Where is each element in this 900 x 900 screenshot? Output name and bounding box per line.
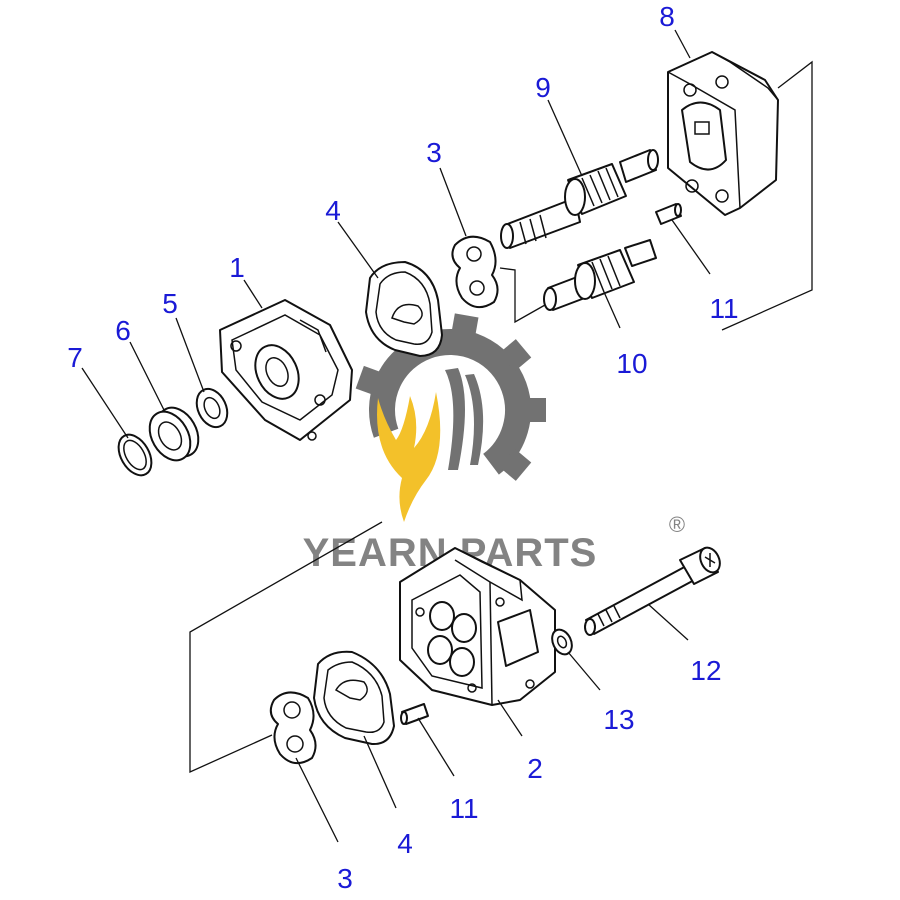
callout-4-upper: 4 [325,195,341,226]
callout-8: 8 [659,1,675,32]
part-4-gasket-lower [313,650,395,746]
callout-7: 7 [67,342,83,373]
part-4-gasket-upper [365,261,443,357]
callout-11-upper: 11 [709,293,738,324]
callout-4-lower: 4 [397,828,413,859]
callout-3-lower: 3 [337,863,353,894]
part-13-washer [551,628,573,656]
callout-10: 10 [616,348,647,379]
flame-icon [377,392,441,522]
callout-12: 12 [690,655,721,686]
part-11-pin-upper [655,203,682,225]
part-9-drive-shaft [500,149,659,249]
callout-6: 6 [115,315,131,346]
part-8-flange [667,51,779,216]
part-12-bolt [584,546,721,636]
part-10-driven-gear [543,239,657,311]
part-3-plate-lower [269,691,317,765]
part-5-washer [195,387,229,429]
assembly-bracket-upper [499,60,813,331]
callout-1: 1 [229,252,245,283]
part-1-front-cover [219,299,353,441]
part-2-gear-housing [399,547,556,706]
part-11-pin-lower [400,703,429,725]
part-7-snap-ring [117,433,153,477]
callout-labels: 1 2 3 3 4 4 5 6 7 8 9 10 11 11 12 13 [67,1,738,894]
callout-5: 5 [162,288,178,319]
callout-3-upper: 3 [426,137,442,168]
callout-11-lower: 11 [449,793,478,824]
leader-lines [81,29,711,843]
assembly-bracket-lower [189,521,383,774]
callout-2: 2 [527,753,543,784]
part-6-bearing [148,406,200,462]
callout-13: 13 [603,704,634,735]
registered-mark: ® [669,512,685,537]
callout-9: 9 [535,72,551,103]
part-3-plate-upper [451,235,499,309]
